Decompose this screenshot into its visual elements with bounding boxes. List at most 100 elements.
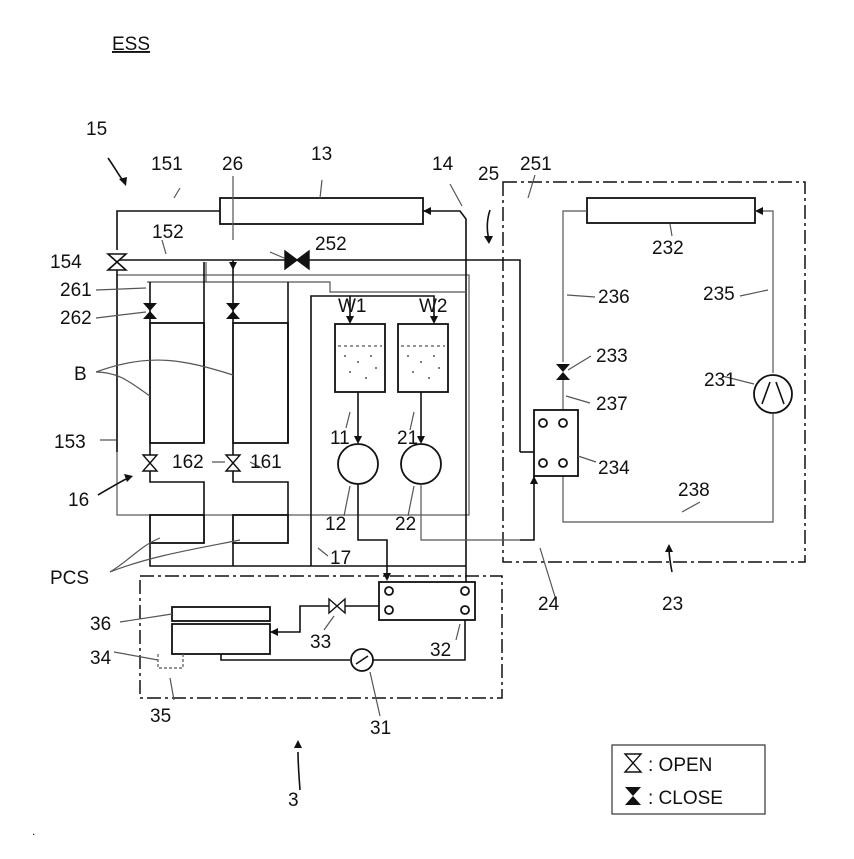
legend-close-label: : CLOSE [648, 788, 723, 809]
valve-233-closed-icon[interactable] [556, 364, 570, 380]
port-234-c [539, 459, 547, 467]
port-32-d [461, 606, 469, 614]
label-238: 238 [678, 480, 710, 501]
label-161: 161 [250, 452, 282, 473]
leader-16 [98, 478, 128, 495]
pump-22 [401, 444, 441, 484]
valve-262-closed-icon[interactable] [143, 303, 157, 319]
label-153: 153 [54, 432, 86, 453]
label-16: 16 [68, 490, 89, 511]
port-234-b [559, 419, 567, 427]
arrow-24-up [530, 476, 538, 484]
label-262: 262 [60, 308, 92, 329]
component-34 [172, 624, 270, 654]
pipe-238 [563, 413, 773, 522]
pump-12 [338, 444, 378, 484]
label-234: 234 [598, 458, 630, 479]
label-13: 13 [311, 144, 332, 165]
label-34: 34 [90, 648, 112, 669]
compressor-231 [754, 375, 792, 413]
arrow-34-in [270, 628, 278, 636]
leader-b-1 [96, 372, 150, 396]
arrow-26 [229, 262, 237, 270]
heat-exchanger-32 [379, 582, 475, 620]
label-b: B [74, 364, 87, 385]
label-35: 35 [150, 706, 171, 727]
label-154: 154 [50, 252, 82, 273]
pipe-24 [520, 476, 534, 540]
valve-154-open-icon[interactable] [108, 254, 126, 270]
valve-162-open-icon[interactable] [143, 455, 157, 471]
label-231: 231 [704, 370, 736, 391]
label-15: 15 [86, 119, 107, 140]
arrow-leader-25 [484, 236, 493, 244]
arrow-leader-16 [124, 474, 133, 482]
label-237: 237 [596, 394, 628, 415]
valve-26-closed-icon[interactable] [226, 303, 240, 319]
label-151: 151 [151, 154, 183, 175]
pipe-12-out [358, 484, 387, 577]
label-17: 17 [330, 548, 351, 569]
port-32-a [385, 587, 393, 595]
port-234-a [539, 419, 547, 427]
port-32-c [461, 587, 469, 595]
label-252: 252 [315, 234, 347, 255]
label-32: 32 [430, 640, 451, 661]
tank-w1 [335, 324, 385, 392]
label-261: 261 [60, 280, 92, 301]
label-w1: W1 [338, 296, 367, 317]
leader-25 [487, 210, 490, 240]
label-26: 26 [222, 154, 243, 175]
arrow-232-in [755, 207, 763, 215]
label-33: 33 [310, 632, 331, 653]
label-36: 36 [90, 614, 111, 635]
battery-b-1 [150, 323, 204, 443]
pipe-236 [563, 211, 587, 362]
label-236: 236 [598, 287, 630, 308]
label-23: 23 [662, 594, 683, 615]
arrow-w2-in [430, 316, 438, 324]
label-pcs: PCS [50, 568, 89, 589]
arrow-leader-3 [294, 740, 302, 748]
pipe-31-to-32 [373, 620, 465, 660]
diagram-title: ESS [112, 34, 150, 55]
corner-mark: . [32, 824, 35, 838]
label-31: 31 [370, 718, 391, 739]
heat-exchanger-232 [587, 198, 755, 223]
leader-3 [298, 752, 300, 790]
label-12: 12 [325, 514, 346, 535]
label-22: 22 [395, 514, 416, 535]
battery-b-2 [233, 323, 288, 443]
legend-open-label: : OPEN [648, 755, 712, 776]
label-233: 233 [596, 346, 628, 367]
component-36 [172, 607, 270, 621]
label-25: 25 [478, 164, 499, 185]
heat-exchanger-13 [220, 198, 423, 224]
label-3: 3 [288, 790, 299, 811]
tank-w2 [398, 324, 448, 392]
pipe-22-out [421, 484, 520, 540]
label-21: 21 [397, 428, 418, 449]
pipe-33-to-34 [270, 606, 329, 632]
arrow-pump-12 [354, 436, 362, 444]
port-234-d [559, 459, 567, 467]
valve-161-open-icon[interactable] [226, 455, 240, 471]
arrow-leader-23 [665, 544, 673, 552]
label-14: 14 [432, 154, 454, 175]
port-32-b [385, 606, 393, 614]
label-232: 232 [652, 238, 684, 259]
valve-252-closed-icon[interactable] [285, 251, 309, 269]
arrow-32-in [383, 573, 391, 581]
label-162: 162 [172, 452, 204, 473]
arrow-leader-15 [119, 177, 127, 186]
valve-33-open-icon[interactable] [329, 599, 345, 613]
label-11: 11 [330, 428, 350, 449]
arrow-w1-in [346, 316, 354, 324]
pcs-2 [233, 515, 288, 543]
arrow-13-in [423, 207, 431, 215]
label-152: 152 [152, 222, 184, 243]
pipe-34-to-31 [221, 654, 350, 660]
component-35 [158, 654, 183, 668]
label-w2: W2 [419, 296, 448, 317]
